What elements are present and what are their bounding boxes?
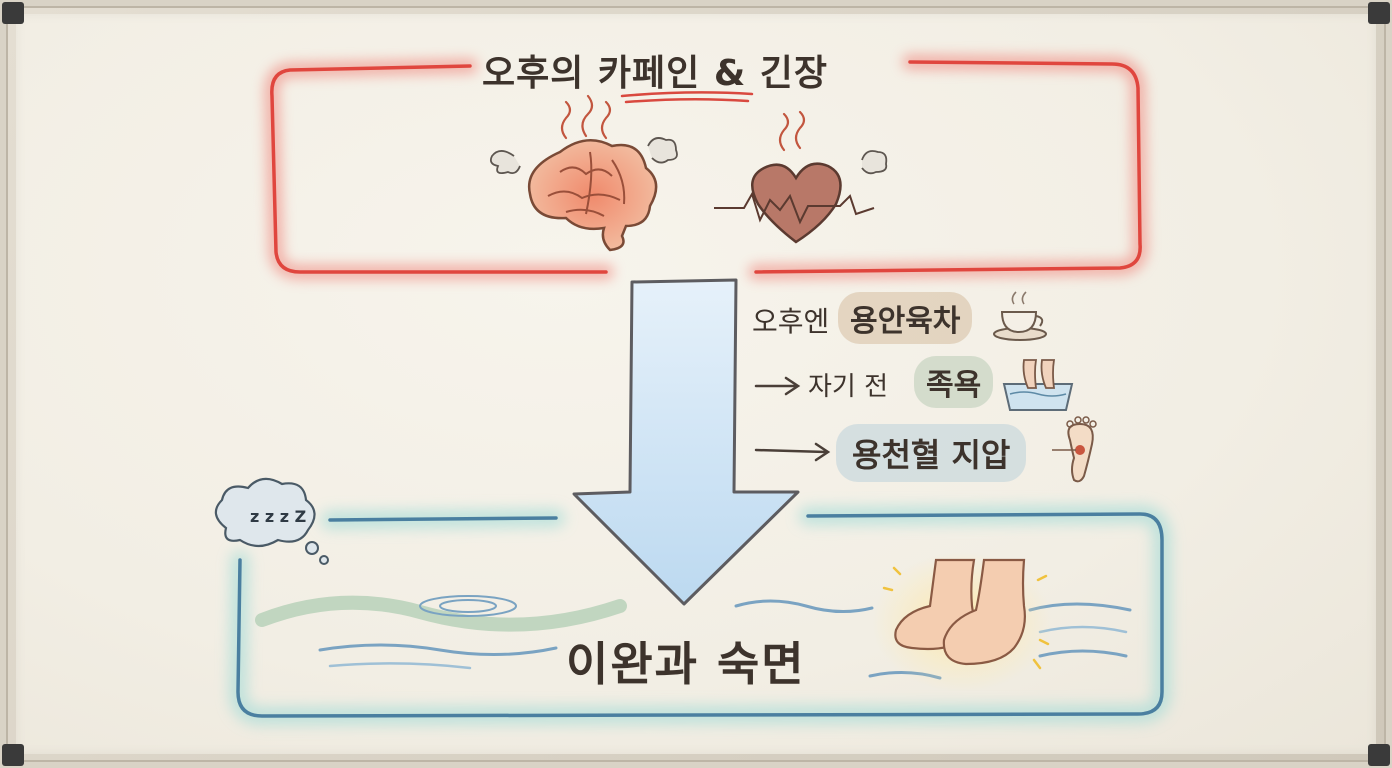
feet-icon: [872, 552, 1052, 692]
calm-box: [228, 504, 1171, 726]
frame-corner-top-left: [2, 2, 24, 24]
title-underline: [620, 91, 754, 104]
step1-prefix: 오후엔: [752, 305, 830, 338]
tea-cup-icon: [993, 291, 1047, 341]
step2-pill: 족욕: [914, 356, 994, 408]
frame-corner-bottom-left: [2, 744, 24, 766]
result-label: 이완과 숙면: [566, 637, 806, 691]
water-waves: [255, 595, 1132, 680]
brain-icon: [489, 94, 678, 252]
sleep-cloud-icon: z z z Z: [214, 477, 329, 565]
frame-corner-bottom-right: [1368, 744, 1390, 766]
sleep-z-text: z z z Z: [250, 507, 306, 526]
down-arrow: [572, 278, 800, 606]
title-suffix: & 긴장: [700, 53, 828, 94]
diagram-title: 오후의 카페인 & 긴장: [482, 44, 828, 96]
step1-pill: 용안육차: [838, 292, 973, 344]
frame-corner-top-right: [1368, 2, 1390, 24]
title-highlight: 카페인: [597, 53, 701, 94]
step2-prefix: 자기 전: [808, 372, 889, 402]
step-arrow-3: [754, 442, 831, 462]
foot-bath-icon: [1002, 359, 1074, 411]
heart-icon: [714, 110, 888, 244]
step3-pill: 용천혈 지압: [836, 424, 1027, 482]
step-arrow-2: [754, 376, 801, 396]
title-prefix: 오후의: [482, 53, 598, 94]
foot-acupoint-icon: [1052, 416, 1097, 483]
tension-box: [263, 54, 1149, 280]
